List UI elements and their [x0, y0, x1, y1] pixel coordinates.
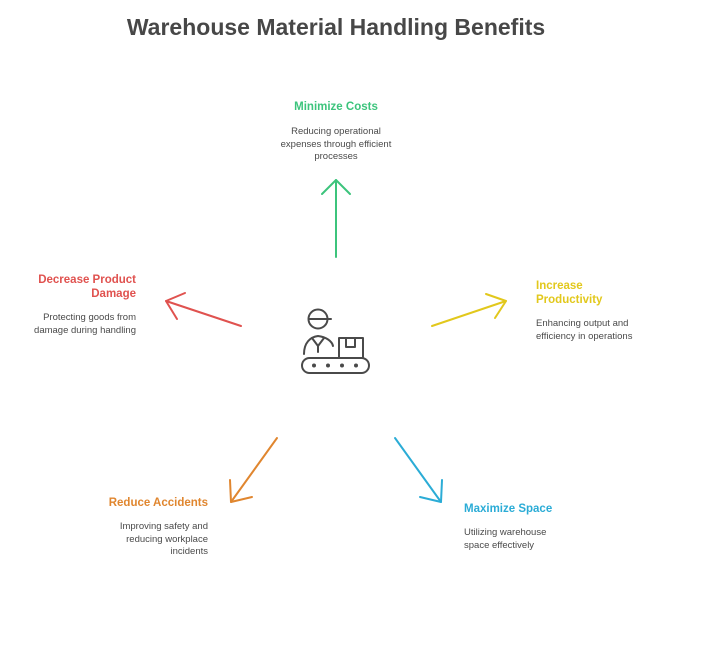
node-title: Reduce Accidents	[108, 497, 208, 509]
worker-conveyor-icon	[301, 308, 370, 374]
arrow-increase-productivity	[431, 293, 507, 327]
node-title: Decrease Product Damage	[38, 274, 136, 300]
diagram-title: Warehouse Material Handling Benefits	[126, 14, 546, 40]
node-description: Enhancing output and efficiency in opera…	[536, 318, 633, 342]
node-decrease-product-damage: Decrease Product Damage Protecting goods…	[24, 273, 136, 337]
node-increase-productivity: Increase Productivity Enhancing output a…	[536, 279, 632, 343]
node-description: Improving safety and reducing workplace …	[119, 521, 208, 557]
node-title: Increase Productivity	[536, 280, 603, 306]
conveyor-rollers	[312, 363, 358, 368]
node-reduce-accidents: Reduce Accidents Improving safety and re…	[98, 496, 208, 559]
node-minimize-costs: Minimize Costs Reducing operational expe…	[276, 100, 396, 164]
arrow-reduce-accidents	[229, 437, 278, 503]
node-description: Reducing operational expenses through ef…	[280, 126, 392, 162]
node-title: Maximize Space	[464, 503, 553, 515]
arrow-decrease-product-damage	[165, 292, 242, 327]
arrow-minimize-costs	[321, 179, 351, 258]
node-description: Protecting goods from damage during hand…	[34, 312, 136, 336]
node-title: Minimize Costs	[294, 101, 378, 113]
arrow-maximize-space	[394, 437, 443, 503]
node-description: Utilizing warehouse space effectively	[464, 527, 547, 551]
node-maximize-space: Maximize Space Utilizing warehouse space…	[464, 502, 564, 552]
